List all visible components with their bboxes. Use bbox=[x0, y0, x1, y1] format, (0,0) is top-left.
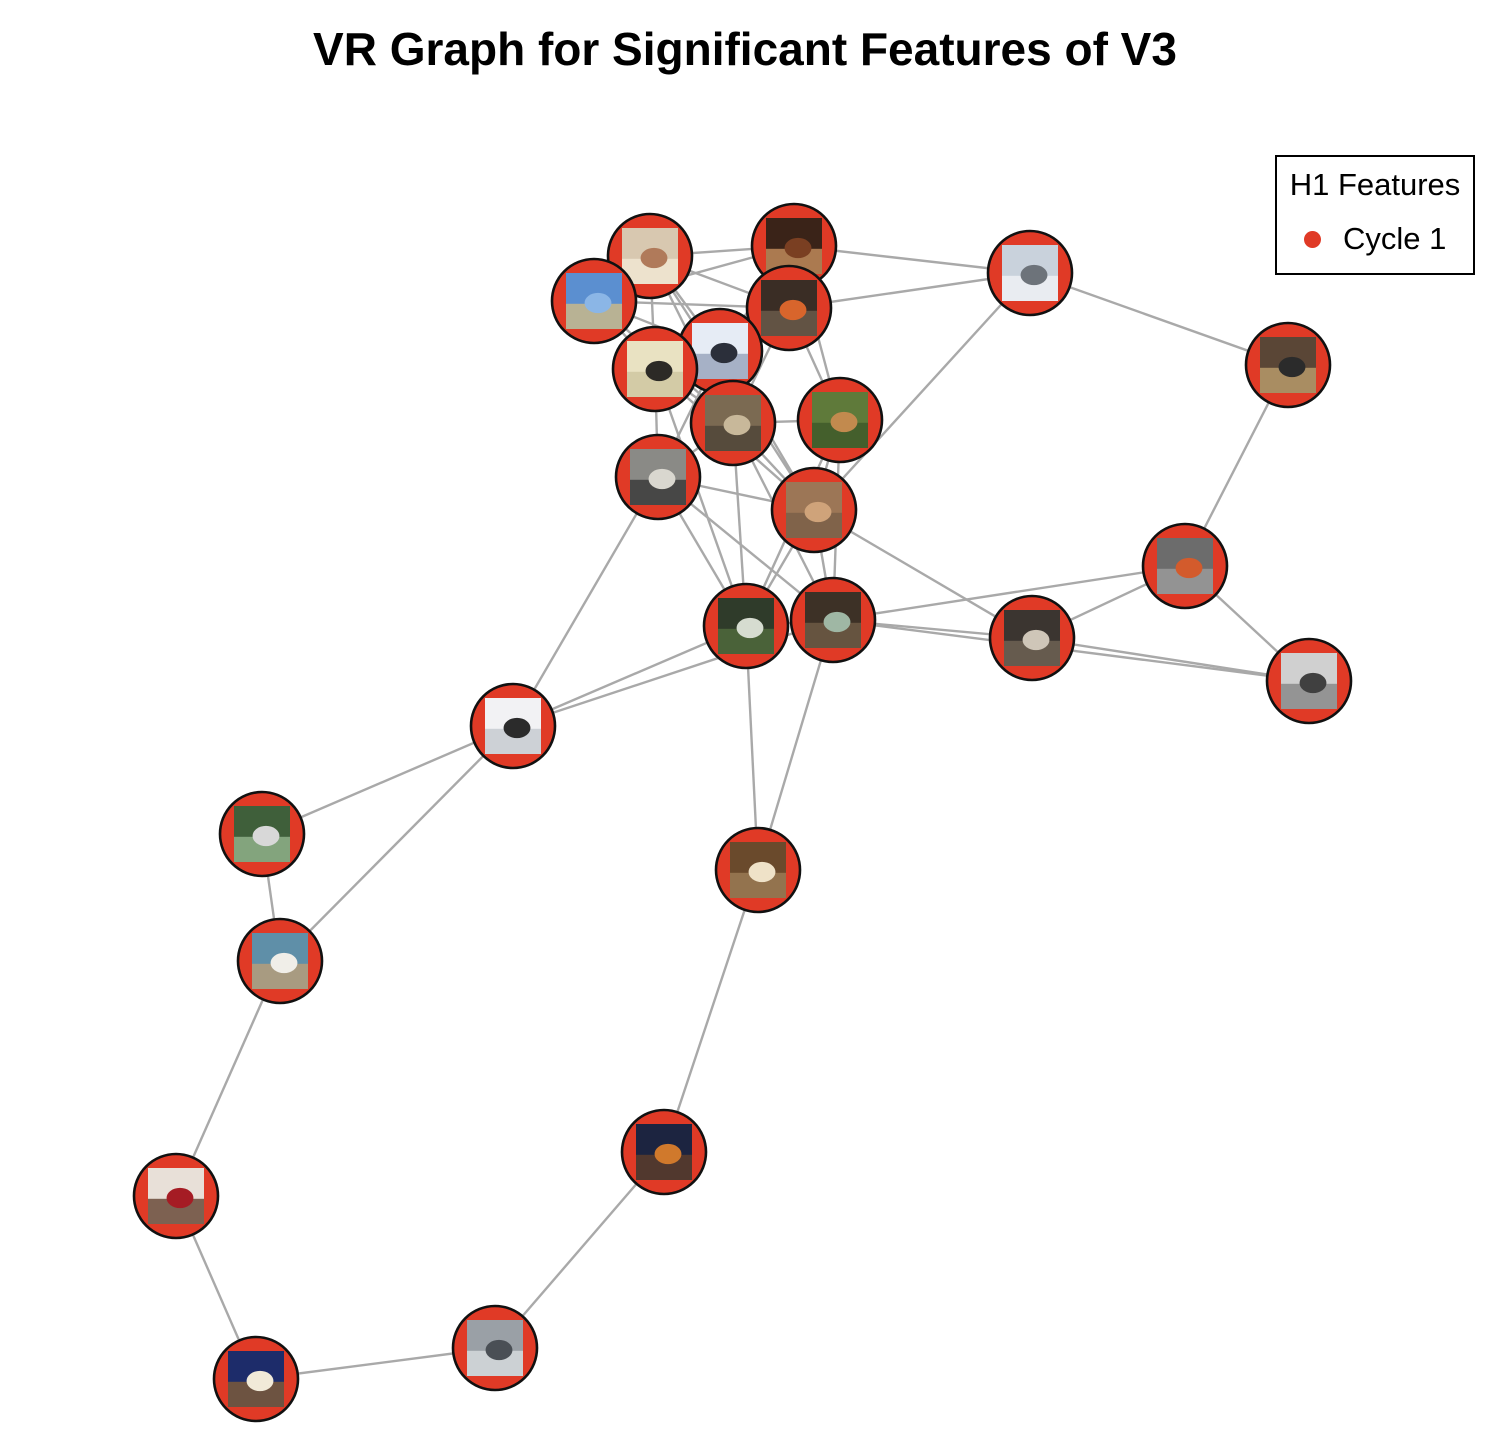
thumbnail-subject bbox=[779, 299, 807, 321]
thumbnail-subject bbox=[736, 617, 764, 639]
thumbnail-subject bbox=[246, 1370, 274, 1392]
graph-node-carrots bbox=[745, 264, 833, 352]
graph-edge bbox=[662, 869, 760, 1153]
graph-edge bbox=[511, 476, 660, 727]
graph-node-group-people bbox=[676, 307, 764, 395]
graph-node-skier bbox=[469, 682, 557, 770]
graph-node-cat-bed bbox=[611, 325, 699, 413]
graph-node-giraffes bbox=[796, 376, 884, 464]
thumbnail-subject bbox=[1299, 672, 1327, 694]
legend: H1 Features Cycle 1 bbox=[1275, 155, 1475, 275]
chart-title: VR Graph for Significant Features of V3 bbox=[313, 23, 1177, 75]
graph-node-people-rain bbox=[451, 1304, 539, 1392]
thumbnail-subject bbox=[710, 342, 738, 364]
thumbnail-subject bbox=[640, 247, 668, 269]
graph-node-room-window bbox=[789, 576, 877, 664]
graph-edge bbox=[756, 619, 835, 871]
graph-node-oranges bbox=[1141, 522, 1229, 610]
graph-node-bathroom bbox=[689, 379, 777, 467]
legend-title: H1 Features bbox=[1289, 167, 1461, 202]
thumbnail-subject bbox=[654, 1143, 682, 1165]
legend-label: Cycle 1 bbox=[1343, 221, 1447, 256]
graph-node-kite-field bbox=[550, 257, 638, 345]
graph-node-tower bbox=[212, 1335, 300, 1423]
thumbnail-subject bbox=[584, 292, 612, 314]
thumbnail-subject bbox=[748, 861, 776, 883]
graph-node-airplane bbox=[986, 229, 1074, 317]
legend-dot-icon bbox=[1304, 231, 1321, 248]
graph-edge bbox=[653, 368, 748, 627]
thumbnail-subject bbox=[648, 468, 676, 490]
graph-edge bbox=[1029, 271, 1289, 367]
thumbnail-subject bbox=[723, 414, 751, 436]
graph-node-zebras bbox=[988, 594, 1076, 682]
graph-node-clock-tower bbox=[1265, 637, 1353, 725]
graph-node-person-shop bbox=[1244, 321, 1332, 409]
graph-edge bbox=[832, 564, 1186, 622]
thumbnail-subject bbox=[485, 1339, 513, 1361]
thumbnail-subject bbox=[1278, 356, 1306, 378]
thumbnail-subject bbox=[270, 952, 298, 974]
graph-node-dog-bed bbox=[614, 433, 702, 521]
graph-node-street-night bbox=[620, 1108, 708, 1196]
graph-node-surfing bbox=[236, 917, 324, 1005]
thumbnail-subject bbox=[645, 360, 673, 382]
graph-edge bbox=[261, 724, 514, 836]
thumbnail-subject bbox=[1022, 629, 1050, 651]
graph-node-elephant bbox=[770, 466, 858, 554]
graph-edge bbox=[279, 725, 514, 962]
graph-node-plants bbox=[702, 582, 790, 670]
thumbnail-subject bbox=[1020, 264, 1048, 286]
graph-node-kitchen bbox=[714, 826, 802, 914]
thumbnail-subject bbox=[804, 501, 832, 523]
thumbnail-subject bbox=[503, 717, 531, 739]
graph-edge bbox=[813, 272, 1031, 511]
thumbnail-subject bbox=[784, 237, 812, 259]
thumbnail-subject bbox=[823, 611, 851, 633]
thumbnail-subject bbox=[830, 411, 858, 433]
graph-edge bbox=[1031, 636, 1310, 683]
thumbnail-subject bbox=[166, 1187, 194, 1209]
node-layer bbox=[132, 202, 1353, 1423]
thumbnail-subject bbox=[252, 825, 280, 847]
thumbnail-subject bbox=[1175, 557, 1203, 579]
graph-node-tennis bbox=[218, 790, 306, 878]
graph-node-dessert bbox=[132, 1152, 220, 1240]
